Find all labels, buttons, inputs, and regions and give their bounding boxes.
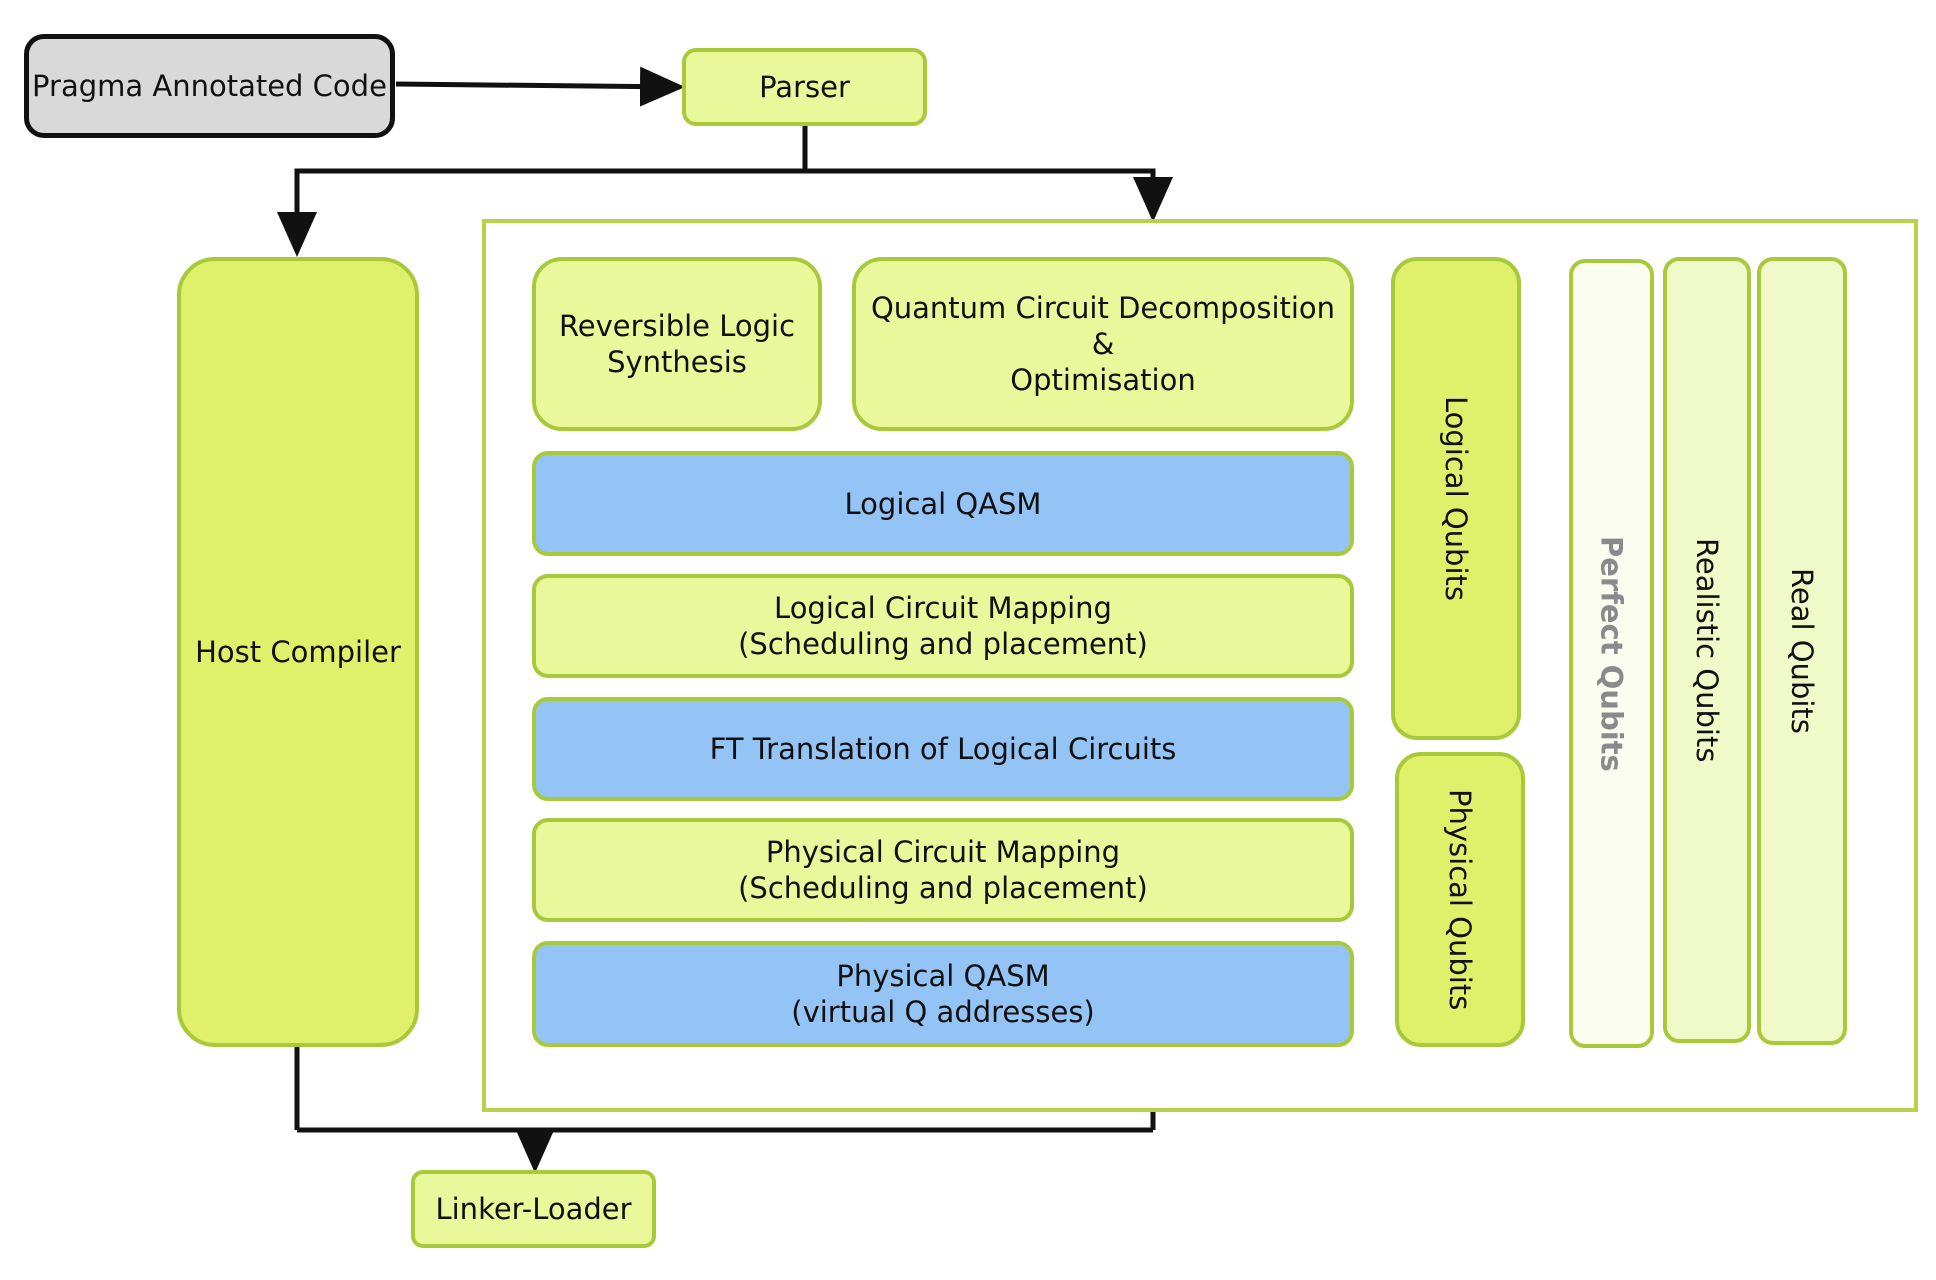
real-qubits-box: Real Qubits [1757, 257, 1847, 1045]
perfect-qubits-box: Perfect Qubits [1569, 259, 1654, 1048]
pragma-code-label: Pragma Annotated Code [32, 69, 387, 103]
logical-qubits-label: Logical Qubits [1439, 396, 1473, 601]
parser-label: Parser [759, 70, 850, 104]
linker-loader-label: Linker-Loader [435, 1192, 632, 1226]
physical-mapping-label: Physical Circuit Mapping (Scheduling and… [738, 835, 1148, 905]
parser-box: Parser [682, 48, 927, 126]
physical-qasm-label: Physical QASM (virtual Q addresses) [791, 959, 1095, 1029]
real-qubits-label: Real Qubits [1785, 568, 1819, 734]
edge-to-host-compiler [277, 168, 805, 257]
logical-mapping-label: Logical Circuit Mapping (Scheduling and … [738, 591, 1148, 661]
perfect-qubits-label: Perfect Qubits [1594, 535, 1629, 772]
decomposition-label: Quantum Circuit Decomposition & Optimisa… [870, 291, 1336, 397]
reversible-logic-box: Reversible Logic Synthesis [532, 257, 822, 431]
pragma-code-box: Pragma Annotated Code [24, 34, 395, 138]
edge-to-quantum-panel [805, 168, 1173, 222]
physical-mapping-box: Physical Circuit Mapping (Scheduling and… [532, 818, 1354, 922]
reversible-logic-label: Reversible Logic Synthesis [558, 309, 796, 379]
logical-qasm-box: Logical QASM [532, 451, 1354, 556]
physical-qasm-box: Physical QASM (virtual Q addresses) [532, 941, 1354, 1047]
physical-qubits-box: Physical Qubits [1395, 752, 1525, 1047]
ft-translation-box: FT Translation of Logical Circuits [532, 697, 1354, 801]
realistic-qubits-label: Realistic Qubits [1690, 537, 1724, 763]
logical-qubits-box: Logical Qubits [1391, 257, 1521, 740]
host-compiler-box: Host Compiler [177, 257, 419, 1047]
host-compiler-label: Host Compiler [195, 635, 401, 669]
logical-mapping-box: Logical Circuit Mapping (Scheduling and … [532, 574, 1354, 678]
decomposition-box: Quantum Circuit Decomposition & Optimisa… [852, 257, 1354, 431]
realistic-qubits-box: Realistic Qubits [1663, 257, 1751, 1043]
ft-translation-label: FT Translation of Logical Circuits [709, 732, 1177, 766]
physical-qubits-label: Physical Qubits [1443, 788, 1477, 1011]
edge-pragma-to-parser [395, 66, 685, 107]
linker-loader-box: Linker-Loader [411, 1170, 656, 1248]
logical-qasm-label: Logical QASM [844, 486, 1042, 521]
